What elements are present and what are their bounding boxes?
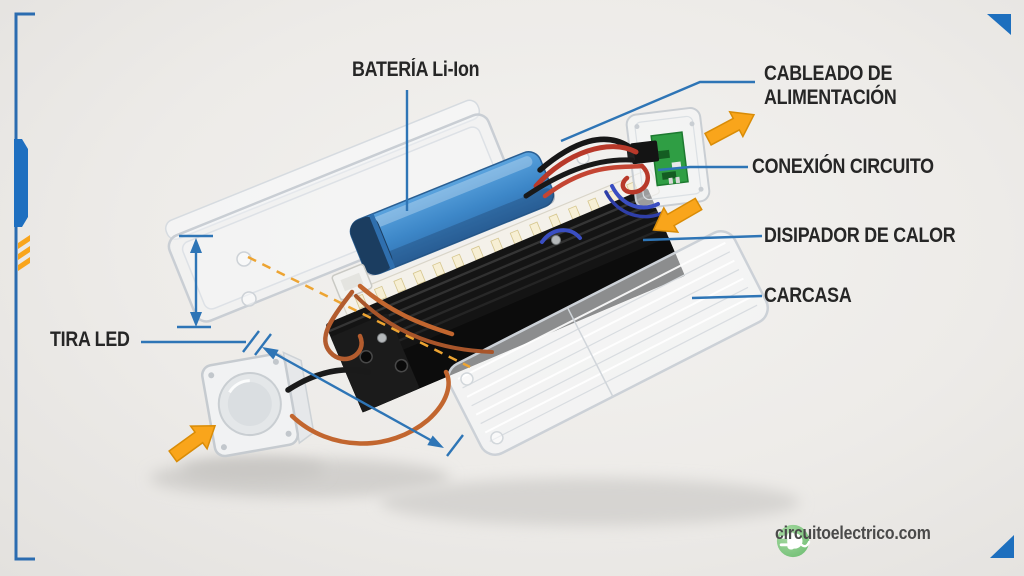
- leader-housing: [691, 294, 763, 300]
- frame-decoration: [14, 12, 1014, 561]
- end-cap-pcb: [625, 106, 711, 210]
- plug-icon: [776, 524, 811, 558]
- corner-triangle-bottom-right: [990, 535, 1014, 558]
- screw-post: [236, 251, 252, 267]
- frame-orange-stripe: [18, 257, 30, 271]
- label-wiring: CABLEADO DE ALIMENTACIÓN: [764, 62, 897, 110]
- red-wire: [533, 144, 639, 189]
- frame-blue-bar: [14, 139, 28, 227]
- blue-wire: [610, 184, 660, 210]
- label-housing: CARCASA: [764, 284, 852, 307]
- height-dimension-arrow: [177, 234, 213, 329]
- leader-lines: [141, 80, 763, 344]
- red-wire: [542, 163, 645, 199]
- frame-orange-stripe: [18, 235, 30, 249]
- blue-wire: [604, 190, 666, 219]
- black-wire: [523, 157, 635, 199]
- length-dimension-arrow: [242, 330, 464, 457]
- black-wire: [285, 367, 371, 393]
- front-housing: [447, 230, 769, 456]
- wiring: [285, 136, 666, 446]
- leader-wiring: [560, 80, 755, 143]
- leader-heat-sink: [642, 234, 763, 242]
- screw: [551, 235, 561, 245]
- label-battery: BATERÍA Li-Ion: [352, 58, 480, 81]
- circuit-board: [650, 131, 689, 187]
- arrow-out-icon: [703, 110, 756, 146]
- flow-arrows: [168, 110, 756, 463]
- blue-wire: [540, 228, 582, 244]
- screw-post: [241, 291, 257, 307]
- red-wire-loop: [620, 163, 651, 195]
- copper-wire: [357, 283, 455, 337]
- copper-wire: [323, 289, 364, 362]
- label-circuit-connection: CONEXIÓN CIRCUITO: [752, 155, 934, 178]
- heat-sink: [326, 188, 685, 413]
- frame-bracket-left: [14, 12, 35, 561]
- black-wire: [537, 136, 631, 173]
- end-cap-lens: [200, 351, 315, 458]
- label-wiring-line1: CABLEADO DE: [764, 62, 893, 85]
- copper-wire: [354, 294, 494, 354]
- ground-shadow: [150, 458, 800, 526]
- brand-watermark: circuitoelectrico.com: [775, 523, 952, 558]
- led-strip-connector: [331, 263, 373, 301]
- leader-circuit-connection: [657, 165, 748, 172]
- arrow-in-icon: [652, 197, 703, 233]
- label-led-strip: TIRA LED: [50, 328, 130, 351]
- label-heat-sink: DISIPADOR DE CALOR: [764, 224, 956, 247]
- label-wiring-line2: ALIMENTACIÓN: [764, 86, 897, 109]
- frame-orange-stripe: [18, 246, 30, 260]
- back-cover: [164, 99, 517, 323]
- arrow-in-icon: [168, 424, 217, 463]
- screw: [377, 333, 387, 343]
- brand-website: circuitoelectrico.com: [775, 523, 931, 543]
- corner-triangle-top-right: [987, 14, 1011, 35]
- battery: [349, 151, 556, 276]
